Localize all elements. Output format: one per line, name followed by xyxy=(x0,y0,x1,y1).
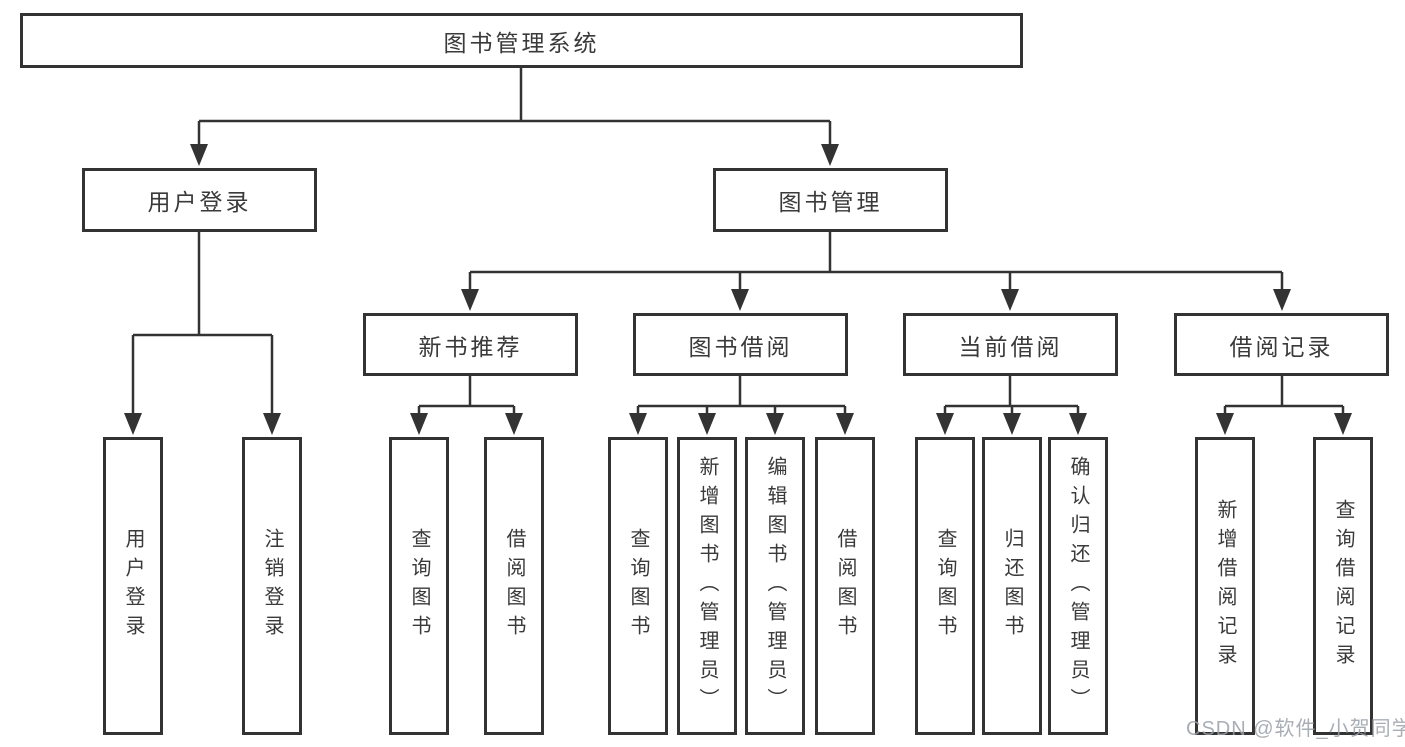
node-label: 查询图书 xyxy=(408,528,430,644)
leaf-user-login: 用户登录 xyxy=(103,437,163,735)
csdn-watermark: CSDN @软件_小贺同学 xyxy=(1186,718,1405,740)
leaf-bb-add-books-admin: 新增图书（管理员） xyxy=(677,437,737,735)
node-label: 新增借阅记录 xyxy=(1214,499,1236,673)
node-user-login: 用户登录 xyxy=(82,168,317,232)
leaf-br-add-borrow-record: 新增借阅记录 xyxy=(1195,437,1255,735)
node-label: 借阅记录 xyxy=(1229,333,1334,360)
leaf-cb-return-books: 归还图书 xyxy=(982,437,1042,735)
node-label: 查询借阅记录 xyxy=(1332,499,1354,673)
arrow-down-icon xyxy=(836,413,854,435)
node-label: 归还图书 xyxy=(1001,528,1023,644)
leaf-cb-confirm-return-admin: 确认归还（管理员） xyxy=(1048,437,1108,735)
leaf-bb-edit-books-admin: 编辑图书（管理员） xyxy=(745,437,805,735)
node-label: 查询图书 xyxy=(934,528,956,644)
arrow-down-icon xyxy=(629,413,647,435)
arrow-down-icon xyxy=(1001,289,1019,311)
arrow-down-icon xyxy=(1334,413,1352,435)
arrow-down-icon xyxy=(190,144,208,166)
leaf-bb-query-books: 查询图书 xyxy=(608,437,668,735)
arrow-down-icon xyxy=(766,413,784,435)
node-current-borrowing: 当前借阅 xyxy=(903,313,1118,376)
node-label: 借阅图书 xyxy=(503,528,525,644)
arrow-down-icon xyxy=(410,413,428,435)
leaf-cb-query-books: 查询图书 xyxy=(915,437,975,735)
arrow-down-icon xyxy=(698,413,716,435)
leaf-bb-borrow-books: 借阅图书 xyxy=(815,437,875,735)
arrow-down-icon xyxy=(1273,289,1291,311)
node-label: 图书管理系统 xyxy=(443,29,600,56)
node-label: 新书推荐 xyxy=(418,333,523,360)
node-label: 当前借阅 xyxy=(958,333,1063,360)
node-label: 确认归还（管理员） xyxy=(1067,455,1089,717)
arrow-down-icon xyxy=(1003,413,1021,435)
node-label: 借阅图书 xyxy=(834,528,856,644)
leaf-logout-login: 注销登录 xyxy=(242,437,302,735)
node-label: 注销登录 xyxy=(261,528,283,644)
arrow-down-icon xyxy=(124,413,142,435)
node-label: 用户登录 xyxy=(122,528,144,644)
node-book-management-system: 图书管理系统 xyxy=(20,13,1023,68)
node-label: 查询图书 xyxy=(627,528,649,644)
node-label: 编辑图书（管理员） xyxy=(764,455,786,717)
arrow-down-icon xyxy=(1216,413,1234,435)
node-borrowing-records: 借阅记录 xyxy=(1174,313,1389,376)
leaf-br-query-borrow-record: 查询借阅记录 xyxy=(1313,437,1373,735)
node-label: 用户登录 xyxy=(147,189,252,215)
arrow-down-icon xyxy=(1069,413,1087,435)
node-label: 图书管理 xyxy=(778,189,883,215)
arrow-down-icon xyxy=(936,413,954,435)
arrow-down-icon xyxy=(731,289,749,311)
arrow-down-icon xyxy=(821,144,839,166)
arrow-down-icon xyxy=(505,413,523,435)
node-new-book-recommendation: 新书推荐 xyxy=(363,313,578,376)
node-book-management: 图书管理 xyxy=(713,168,948,232)
arrow-down-icon xyxy=(461,289,479,311)
arrow-down-icon xyxy=(263,413,281,435)
leaf-nbr-borrow-books: 借阅图书 xyxy=(484,437,544,735)
arrowheads xyxy=(124,144,1352,435)
node-book-borrowing: 图书借阅 xyxy=(633,313,848,376)
leaf-nbr-query-books: 查询图书 xyxy=(389,437,449,735)
node-label: 新增图书（管理员） xyxy=(696,455,718,717)
node-label: 图书借阅 xyxy=(688,333,793,360)
